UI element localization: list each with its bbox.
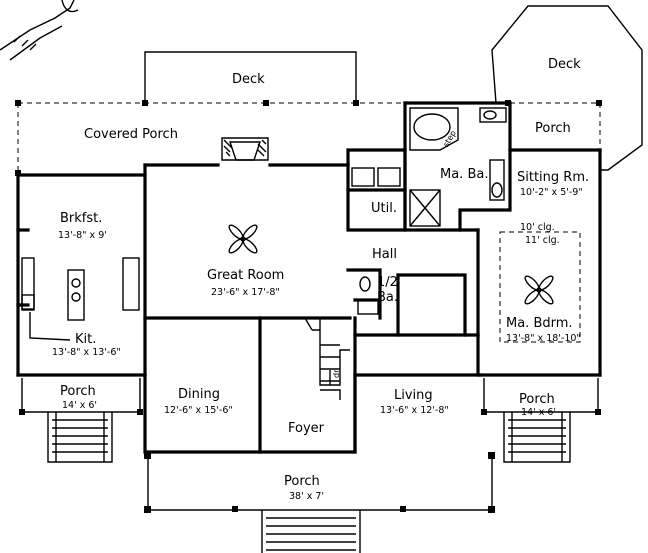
covered-porch-label: Covered Porch (84, 127, 178, 142)
exterior-walls (16, 101, 602, 454)
great-room-fan-icon (228, 224, 258, 254)
kitchen-fixtures (21, 257, 140, 341)
kitchen-label: Kit. (75, 332, 96, 347)
interior-walls (143, 101, 512, 454)
porch-left (19, 378, 143, 463)
porch-right-label: Porch (519, 392, 555, 407)
breakfast-dim: 13'-8" x 9' (58, 230, 107, 241)
ceiling-10-label: 10' clg. (520, 222, 555, 233)
master-bath-label: Ma. Ba. (440, 167, 488, 182)
porch-front-label: Porch (284, 474, 320, 489)
sitting-room-dim: 10'-2" x 5'-9" (520, 187, 583, 198)
kitchen-dim: 13'-8" x 13'-6" (52, 347, 121, 358)
half-bath-label-1: 1/2 (377, 275, 398, 290)
porch-right-dim: 14' x 6' (521, 407, 556, 418)
porch-front-dim: 38' x 7' (289, 491, 324, 502)
driveway-note (0, 0, 79, 61)
master-bedroom-dim: 13'-8" x 18'-10" (506, 333, 581, 344)
stair-dn-label: dn (332, 368, 341, 378)
step-label: step (441, 129, 457, 148)
half-bath-label-2: Ba. (377, 290, 398, 305)
living-dim: 13'-6" x 12'-8" (380, 405, 449, 416)
bedroom-fan-icon (524, 275, 554, 305)
dining-label: Dining (178, 387, 220, 402)
porch-top-right: Porch (505, 100, 602, 145)
deck-center: Deck (142, 51, 359, 106)
fireplace (221, 137, 269, 161)
hall-label: Hall (372, 247, 397, 262)
great-room-label: Great Room (207, 268, 284, 283)
living-label: Living (394, 388, 433, 403)
porch-front (144, 452, 495, 553)
half-bath-fixtures (357, 276, 379, 315)
foyer-label: Foyer (288, 421, 325, 436)
stair (304, 317, 350, 400)
master-bath-fixtures: step Ma. Ba. (409, 107, 507, 227)
sitting-room-label: Sitting Rm. (517, 170, 589, 185)
covered-porch: Covered Porch (15, 100, 405, 176)
porch-left-dim: 14' x 6' (62, 400, 97, 411)
great-room-dim: 23'-6" x 17'-8" (211, 287, 280, 298)
utility-label: Util. (371, 201, 397, 216)
breakfast-label: Brkfst. (60, 211, 102, 226)
dining-dim: 12'-6" x 15'-6" (164, 405, 233, 416)
ceiling-11-label: 11' clg. (525, 235, 560, 246)
porch-left-label: Porch (60, 384, 96, 399)
ceiling-area (499, 231, 581, 343)
utility-fixtures: Util. (351, 167, 401, 216)
deck-center-label: Deck (232, 72, 265, 87)
porch-top-right-label: Porch (535, 121, 571, 136)
deck-right: Deck (491, 5, 643, 171)
porch-right (481, 378, 601, 463)
master-bedroom-label: Ma. Bdrm. (506, 316, 573, 331)
deck-right-label: Deck (548, 57, 581, 72)
